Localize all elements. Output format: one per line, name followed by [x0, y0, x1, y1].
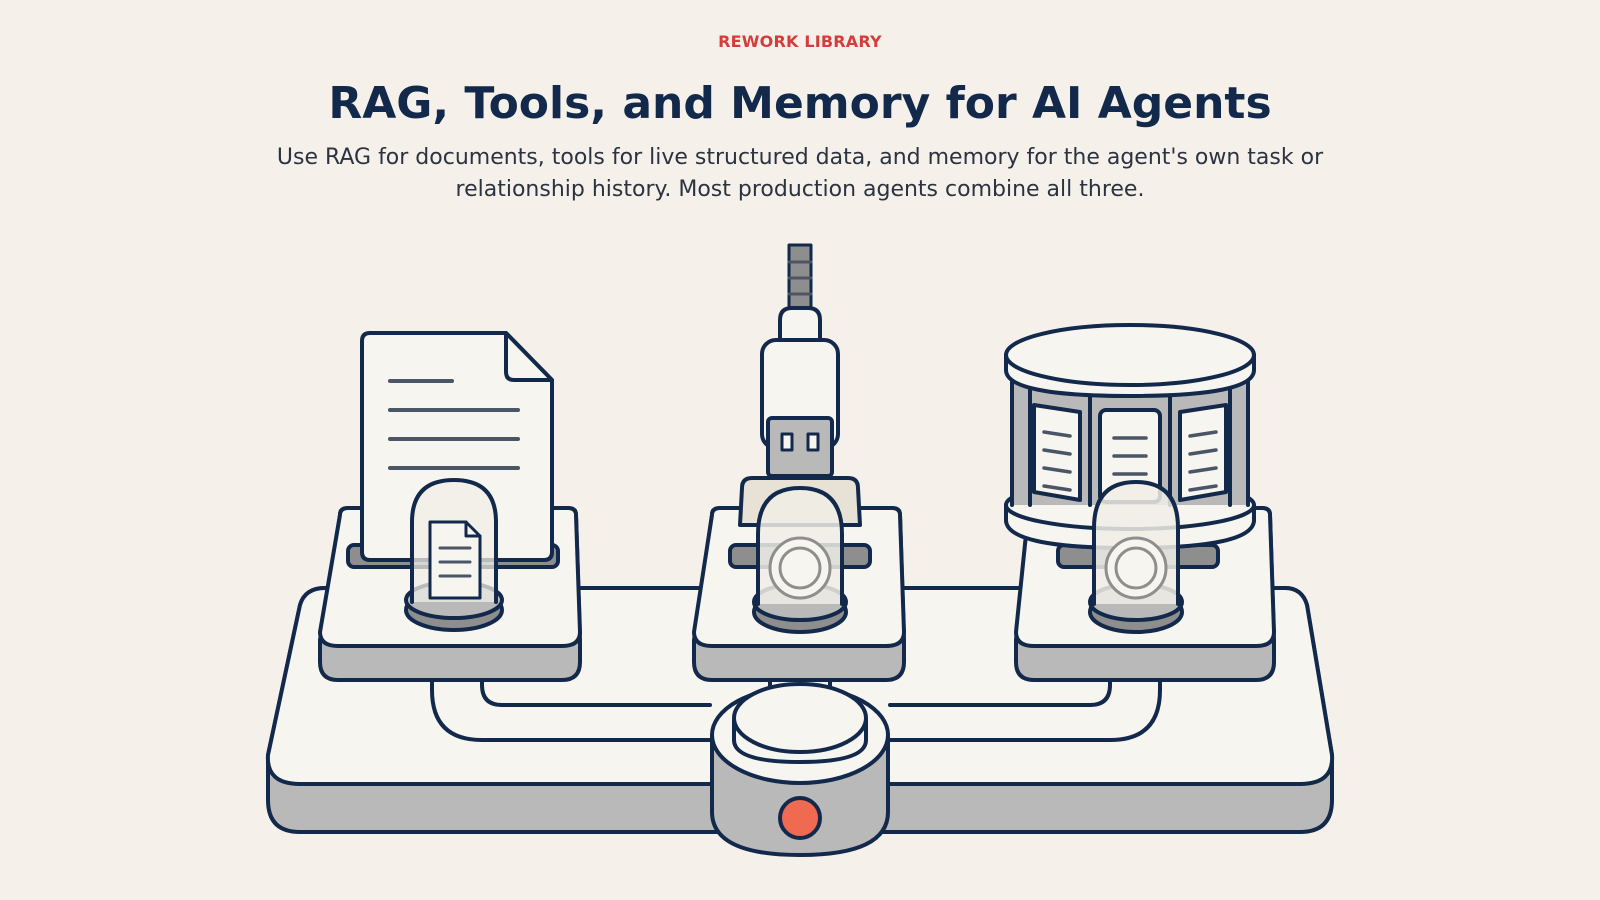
- hub-button[interactable]: [778, 796, 822, 840]
- eyebrow-label: REWORK LIBRARY: [718, 32, 882, 51]
- document-icon: [360, 331, 554, 562]
- document-dome: [404, 478, 504, 632]
- page-title: RAG, Tools, and Memory for AI Agents: [328, 78, 1272, 129]
- central-hub: [710, 682, 890, 857]
- tool-dome: [752, 486, 848, 634]
- memory-dome: [1088, 480, 1184, 634]
- usb-connector-icon: [738, 243, 862, 527]
- page-subtitle: Use RAG for documents, tools for live st…: [276, 145, 1324, 202]
